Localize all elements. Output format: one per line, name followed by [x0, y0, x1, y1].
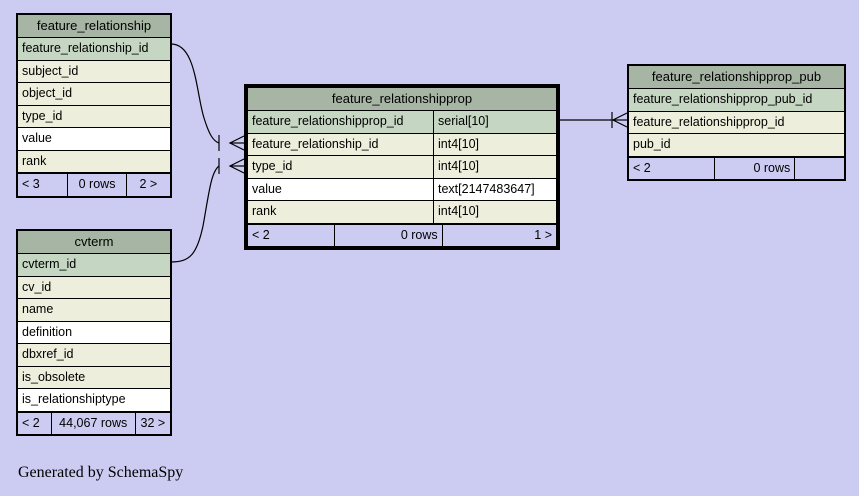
column-name: feature_relationship_id: [17, 37, 171, 61]
table-row[interactable]: feature_relationshipprop_id: [628, 110, 845, 134]
table-row[interactable]: feature_relationship_id: [17, 37, 171, 61]
row-count: 0 rows: [67, 173, 127, 197]
row-count: 0 rows: [333, 223, 443, 247]
table-title: feature_relationshipprop_pub: [628, 65, 845, 89]
table-row[interactable]: cvterm_id: [17, 253, 171, 277]
table-title-row: cvterm: [17, 230, 171, 254]
table-row[interactable]: object_id: [17, 82, 171, 106]
child-count-link[interactable]: 32 >: [134, 411, 172, 435]
column-type: serial[10]: [433, 110, 557, 134]
table-row[interactable]: cv_id: [17, 275, 171, 299]
parent-count-link[interactable]: < 2: [627, 156, 716, 180]
column-name: feature_relationship_id: [247, 132, 434, 156]
table-row[interactable]: pub_id: [628, 133, 845, 157]
column-name: subject_id: [17, 59, 171, 83]
table-feature-relationship[interactable]: feature_relationship feature_relationshi…: [16, 13, 172, 198]
column-name: feature_relationshipprop_pub_id: [628, 88, 845, 112]
table-row[interactable]: type_id: [17, 104, 171, 128]
column-name: rank: [247, 200, 434, 224]
column-name: type_id: [17, 104, 171, 128]
edge-prop-to-prop-pub: [559, 112, 628, 128]
column-type: int4[10]: [433, 155, 557, 179]
column-name: object_id: [17, 82, 171, 106]
table-title-row: feature_relationship: [17, 14, 171, 38]
column-name: pub_id: [628, 133, 845, 157]
table-feature-relationshipprop[interactable]: feature_relationshipprop feature_relatio…: [244, 84, 560, 250]
column-name: type_id: [247, 155, 434, 179]
table-title-row: feature_relationshipprop: [247, 87, 557, 111]
table-title-row: feature_relationshipprop_pub: [628, 65, 845, 89]
column-name: rank: [17, 149, 171, 173]
column-name: is_obsolete: [17, 365, 171, 389]
table-footer: < 2 44,067 rows 32 >: [17, 411, 172, 436]
table-row[interactable]: subject_id: [17, 59, 171, 83]
table-row[interactable]: rank: [17, 149, 171, 173]
parent-count-link[interactable]: < 3: [16, 173, 69, 197]
column-name: value: [17, 127, 171, 151]
table-footer: < 2 0 rows 1 >: [247, 223, 558, 248]
child-count-link[interactable]: [794, 156, 845, 180]
table-title: feature_relationshipprop: [247, 87, 557, 111]
table-footer: < 3 0 rows 2 >: [16, 173, 172, 197]
column-name: is_relationshiptype: [17, 388, 171, 412]
table-row[interactable]: feature_relationshipprop_id serial[10]: [247, 110, 557, 134]
column-name: feature_relationshipprop_id: [247, 110, 434, 134]
table-cvterm[interactable]: cvterm cvterm_id cv_id name definition d…: [16, 229, 172, 436]
table-row[interactable]: is_obsolete: [17, 365, 171, 389]
table-feature-relationshipprop-pub[interactable]: feature_relationshipprop_pub feature_rel…: [627, 64, 846, 181]
column-name: definition: [17, 320, 171, 344]
diagram-caption: Generated by SchemaSpy: [18, 464, 184, 481]
row-count: 0 rows: [714, 156, 796, 180]
row-count: 44,067 rows: [50, 411, 136, 435]
column-type: text[2147483647]: [433, 177, 557, 201]
column-name: value: [247, 177, 434, 201]
column-name: cvterm_id: [17, 253, 171, 277]
table-row[interactable]: name: [17, 298, 171, 322]
table-row[interactable]: is_relationshiptype: [17, 388, 171, 412]
child-count-link[interactable]: 1 >: [441, 223, 558, 247]
table-row[interactable]: type_id int4[10]: [247, 155, 557, 179]
edge-feature-relationship-to-prop: [170, 43, 245, 151]
table-row[interactable]: rank int4[10]: [247, 200, 557, 224]
edge-cvterm-to-prop: [170, 158, 245, 263]
table-row[interactable]: definition: [17, 320, 171, 344]
column-name: dbxref_id: [17, 343, 171, 367]
column-name: name: [17, 298, 171, 322]
table-row[interactable]: feature_relationship_id int4[10]: [247, 132, 557, 156]
child-count-link[interactable]: 2 >: [125, 173, 172, 197]
table-row[interactable]: dbxref_id: [17, 343, 171, 367]
column-type: int4[10]: [433, 132, 557, 156]
table-row[interactable]: value text[2147483647]: [247, 177, 557, 201]
table-row[interactable]: feature_relationshipprop_pub_id: [628, 88, 845, 112]
parent-count-link[interactable]: < 2: [247, 223, 335, 247]
column-type: int4[10]: [433, 200, 557, 224]
parent-count-link[interactable]: < 2: [17, 411, 52, 435]
column-name: cv_id: [17, 275, 171, 299]
table-title: feature_relationship: [17, 14, 171, 38]
table-row[interactable]: value: [17, 127, 171, 151]
table-footer: < 2 0 rows: [627, 156, 845, 181]
column-name: feature_relationshipprop_id: [628, 110, 845, 134]
table-title: cvterm: [17, 230, 171, 254]
